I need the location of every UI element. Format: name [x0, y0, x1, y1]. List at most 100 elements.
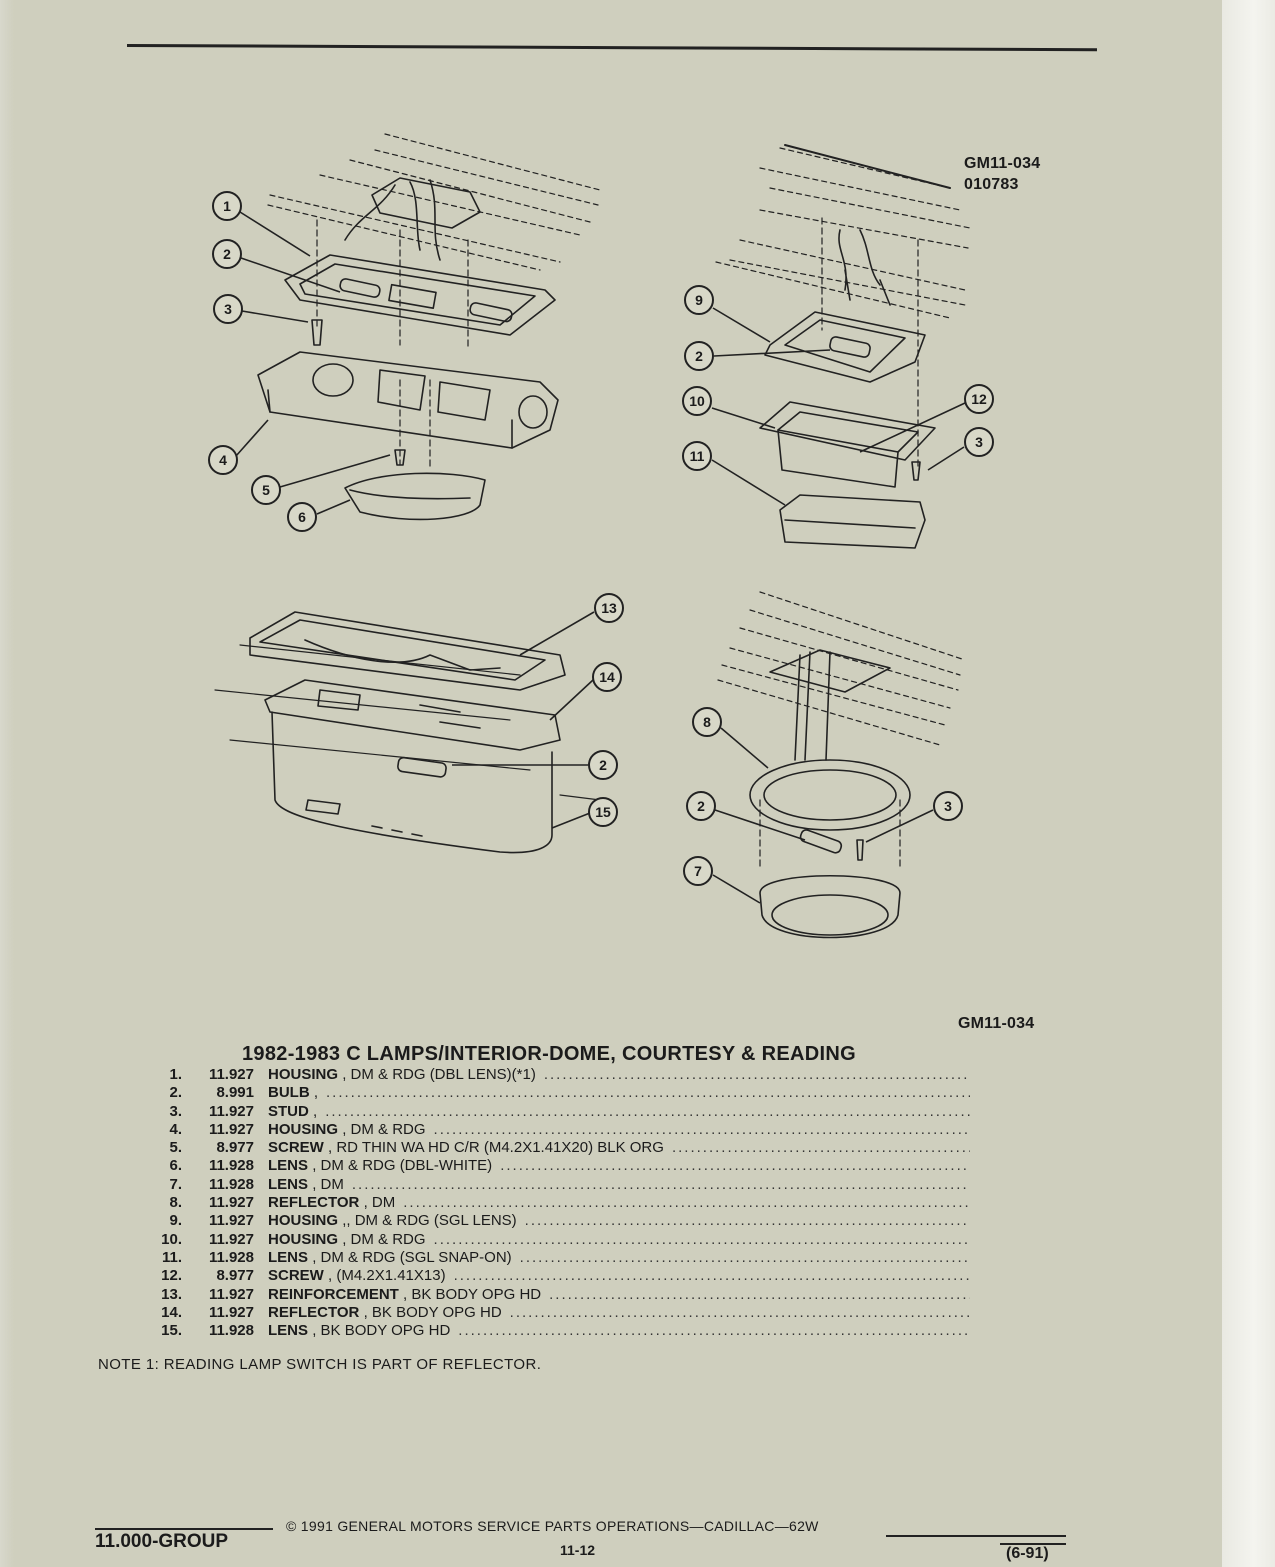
part-description: STUD , — [268, 1103, 317, 1121]
part-detail: , DM & RDG — [342, 1120, 426, 1138]
leader-3a — [241, 310, 309, 323]
group-number: 8.977 — [216, 1267, 254, 1285]
part-name: SCREW — [268, 1139, 324, 1157]
callout-label: 14 — [599, 669, 615, 685]
part-description: LENS , BK BODY OPG HD — [268, 1322, 450, 1340]
leader-2d — [714, 809, 806, 841]
group-number: 8.977 — [216, 1139, 254, 1157]
group-number: 11.927 — [208, 1212, 254, 1230]
callout-label: 13 — [601, 600, 617, 616]
callout-circle-2c — [588, 750, 618, 780]
callout-circle-3a — [213, 294, 243, 324]
figure-code-top: GM11-034 010783 — [964, 153, 1040, 195]
section-title: 1982-1983 C LAMPS/INTERIOR-DOME, COURTES… — [242, 1043, 856, 1065]
item-number: 2. — [169, 1084, 182, 1102]
item-number: 13. — [161, 1285, 182, 1303]
part-name: LENS — [268, 1157, 309, 1175]
footer-rule-date — [1000, 1543, 1066, 1545]
group-number: 11.927 — [208, 1066, 254, 1083]
item-number: 5. — [169, 1139, 182, 1157]
leader-dots: ........................................… — [403, 1194, 970, 1212]
leader-dots: ........................................… — [351, 1175, 970, 1193]
leader-dots: ........................................… — [509, 1303, 970, 1321]
callout-circle-6 — [287, 502, 317, 532]
part-detail: , DM & RDG (DBL LENS)(*1) — [342, 1066, 536, 1083]
figure-date-code: 010783 — [964, 176, 1019, 193]
part-name: REFLECTOR — [268, 1194, 360, 1212]
leader-2b — [713, 349, 831, 357]
figure-code: GM11-034 — [964, 155, 1041, 172]
part-description: HOUSING , DM & RDG — [268, 1231, 426, 1249]
part-name: LENS — [268, 1248, 309, 1266]
item-number: 6. — [169, 1157, 182, 1175]
callout-label: 3 — [224, 301, 232, 317]
leader-2a — [240, 257, 341, 293]
callout-label: 8 — [703, 714, 711, 730]
part-description: SCREW , RD THIN WA HD C/R (M4.2X1.41X20)… — [268, 1139, 664, 1157]
part-name: LENS — [268, 1175, 309, 1193]
group-number: 11.927 — [208, 1120, 254, 1138]
part-description: LENS , DM & RDG (DBL-WHITE) — [268, 1157, 492, 1175]
part-detail: , — [313, 1084, 319, 1102]
dome-lamp-single-lens-assembly — [715, 144, 971, 549]
callout-circle-9 — [684, 285, 714, 315]
leader-12 — [859, 402, 966, 453]
leader-15 — [551, 812, 591, 829]
part-detail: ,, DM & RDG (SGL LENS) — [342, 1212, 517, 1230]
leader-dots: ........................................… — [671, 1139, 970, 1157]
item-number: 12. — [161, 1267, 182, 1285]
callout-label: 12 — [971, 391, 987, 407]
item-number: 3. — [169, 1102, 182, 1120]
group-number: 11.927 — [208, 1303, 254, 1321]
callout-label: 9 — [695, 292, 703, 308]
callout-circle-10 — [682, 386, 712, 416]
callout-label: 10 — [689, 393, 705, 409]
footer-rule-right — [886, 1535, 1066, 1537]
callout-label: 1 — [223, 198, 231, 214]
item-number: 14. — [161, 1303, 182, 1321]
part-detail: , — [313, 1102, 318, 1120]
part-name: REINFORCEMENT — [268, 1285, 399, 1303]
part-detail: , RD THIN WA HD C/R (M4.2X1.41X20) BLK O… — [328, 1139, 664, 1157]
item-number: 7. — [169, 1175, 182, 1193]
part-description: REFLECTOR , BK BODY OPG HD — [268, 1304, 502, 1322]
part-name: LENS — [268, 1322, 309, 1340]
leader-dots: ........................................… — [453, 1267, 970, 1285]
part-detail: , DM — [363, 1194, 396, 1212]
leader-14 — [549, 679, 594, 721]
callout-label: 2 — [223, 246, 231, 262]
leader-13 — [519, 611, 595, 656]
leader-11 — [711, 459, 786, 506]
part-description: LENS , DM — [268, 1176, 344, 1194]
callout-circle-11 — [682, 441, 712, 471]
exploded-view-illustration: 1 2 3 4 5 6 9 2 10 12 3 11 13 14 2 15 8 … — [208, 133, 994, 939]
parts-list-row: 5. 8.977 SCREW , RD THIN WA HD C/R (M4.2X1… — [140, 1139, 970, 1157]
callout-label: 7 — [694, 863, 702, 879]
callout-label: 5 — [262, 482, 270, 498]
callout-label: 6 — [298, 509, 306, 525]
item-number: 15. — [161, 1322, 182, 1340]
item-number: 9. — [169, 1212, 182, 1230]
part-description: REFLECTOR , DM — [268, 1194, 395, 1212]
part-name: STUD — [268, 1102, 309, 1120]
leader-3b — [927, 446, 965, 471]
revision-date: (6-91) — [1006, 1545, 1049, 1562]
footer-group-label: 11.000-GROUP — [95, 1531, 229, 1552]
callout-circle-2a — [212, 239, 242, 269]
callout-label: 2 — [695, 348, 703, 364]
leader-dots: ........................................… — [325, 1102, 970, 1120]
part-name: HOUSING — [268, 1230, 339, 1248]
dome-lamp-double-lens-assembly — [257, 133, 601, 521]
page-right-margin — [1222, 0, 1275, 1567]
callout-circle-13 — [594, 593, 624, 623]
item-number: 10. — [161, 1230, 182, 1248]
group-number: 11.927 — [208, 1194, 254, 1212]
group-number: 11.928 — [208, 1322, 254, 1340]
part-name: HOUSING — [268, 1120, 339, 1138]
